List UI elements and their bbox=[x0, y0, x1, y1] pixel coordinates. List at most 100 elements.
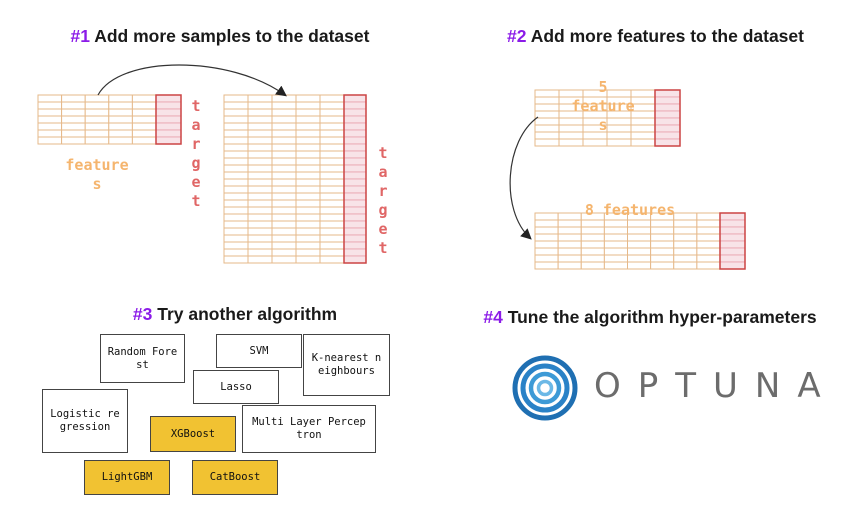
target-cell bbox=[343, 101, 367, 110]
feature-cell bbox=[627, 261, 652, 270]
feature-cell bbox=[557, 226, 582, 235]
target-cell bbox=[654, 124, 681, 133]
feature-cell bbox=[319, 94, 345, 103]
feature-cell bbox=[61, 108, 86, 117]
feature-cell bbox=[534, 124, 560, 133]
feature-cell bbox=[247, 185, 273, 194]
target-cell bbox=[343, 129, 367, 138]
feature-cell bbox=[650, 226, 675, 235]
target-cell bbox=[343, 241, 367, 250]
target-cell bbox=[343, 185, 367, 194]
target-cell bbox=[719, 261, 746, 270]
feature-cell bbox=[319, 143, 345, 152]
target-cell bbox=[654, 103, 681, 112]
feature-cell bbox=[131, 136, 157, 145]
feature-cell bbox=[319, 192, 345, 201]
panel3-title: Try another algorithm bbox=[157, 304, 338, 324]
feature-cell bbox=[108, 94, 133, 103]
feature-cell bbox=[319, 227, 345, 236]
feature-cell bbox=[673, 247, 698, 256]
feature-cell bbox=[534, 103, 560, 112]
feature-cell bbox=[271, 171, 297, 180]
feature-cell bbox=[630, 138, 656, 147]
feature-cell bbox=[223, 213, 249, 222]
target-cell bbox=[155, 129, 182, 138]
feature-cell bbox=[223, 192, 249, 201]
target-cell bbox=[719, 226, 746, 235]
feature-cell bbox=[223, 108, 249, 117]
feature-cell bbox=[534, 254, 559, 263]
feature-cell bbox=[295, 171, 321, 180]
feature-cell bbox=[603, 226, 628, 235]
feature-cell bbox=[603, 261, 628, 270]
feature-cell bbox=[295, 241, 321, 250]
feature-cell bbox=[295, 192, 321, 201]
feature-cell bbox=[295, 213, 321, 222]
feature-cell bbox=[247, 136, 273, 145]
feature-cell bbox=[673, 233, 698, 242]
target-cell bbox=[343, 234, 367, 243]
feature-cell bbox=[223, 115, 249, 124]
feature-cell bbox=[223, 248, 249, 257]
feature-cell bbox=[295, 255, 321, 264]
feature-cell bbox=[37, 115, 63, 124]
feature-cell bbox=[131, 108, 157, 117]
target-cell bbox=[719, 219, 746, 228]
feature-cell bbox=[271, 164, 297, 173]
feature-cell bbox=[247, 150, 273, 159]
feature-cell bbox=[61, 115, 86, 124]
feature-cell bbox=[271, 185, 297, 194]
feature-cell bbox=[247, 255, 273, 264]
feature-cell bbox=[131, 115, 157, 124]
feature-cell bbox=[223, 171, 249, 180]
feature-cell bbox=[271, 150, 297, 159]
feature-cell bbox=[247, 234, 273, 243]
panel2-heading: #2 Add more features to the dataset bbox=[483, 25, 828, 47]
feature-cell bbox=[319, 150, 345, 159]
feature-cell bbox=[650, 219, 675, 228]
feature-cell bbox=[627, 219, 652, 228]
target-cell bbox=[155, 108, 182, 117]
feature-cell bbox=[673, 226, 698, 235]
feature-cell bbox=[319, 185, 345, 194]
feature-cell bbox=[534, 96, 560, 105]
target-cell bbox=[155, 115, 182, 124]
feature-cell bbox=[223, 234, 249, 243]
add-features-arrow bbox=[509, 116, 539, 240]
feature-cell bbox=[223, 136, 249, 145]
target-cell bbox=[343, 192, 367, 201]
feature-cell bbox=[295, 143, 321, 152]
feature-cell bbox=[557, 254, 582, 263]
feature-cell bbox=[673, 240, 698, 249]
feature-cell bbox=[223, 206, 249, 215]
feature-cell bbox=[271, 94, 297, 103]
feature-cell bbox=[295, 150, 321, 159]
feature-cell bbox=[557, 240, 582, 249]
feature-cell bbox=[582, 138, 608, 147]
algorithm-lightgbm: LightGBM bbox=[84, 460, 170, 495]
large-dataset-table bbox=[223, 94, 367, 264]
feature-cell bbox=[319, 115, 345, 124]
feature-cell bbox=[580, 261, 605, 270]
feature-cell bbox=[271, 227, 297, 236]
feature-cell bbox=[603, 233, 628, 242]
feature-cell bbox=[295, 248, 321, 257]
algorithm-lasso: Lasso bbox=[193, 370, 279, 404]
feature-cell bbox=[650, 233, 675, 242]
feature-cell bbox=[319, 255, 345, 264]
target-cell bbox=[343, 220, 367, 229]
feature-cell bbox=[223, 220, 249, 229]
feature-cell bbox=[319, 101, 345, 110]
feature-cell bbox=[557, 233, 582, 242]
feature-cell bbox=[319, 199, 345, 208]
target-cell bbox=[654, 131, 681, 140]
target-cell bbox=[654, 110, 681, 119]
feature-cell bbox=[606, 138, 632, 147]
feature-cell bbox=[319, 234, 345, 243]
features-label: features bbox=[65, 156, 129, 193]
feature-cell bbox=[696, 261, 721, 270]
target-cell bbox=[654, 89, 681, 98]
algorithm-k-nearest-neighbours: K-nearest neighbours bbox=[303, 334, 390, 396]
feature-cell bbox=[319, 136, 345, 145]
